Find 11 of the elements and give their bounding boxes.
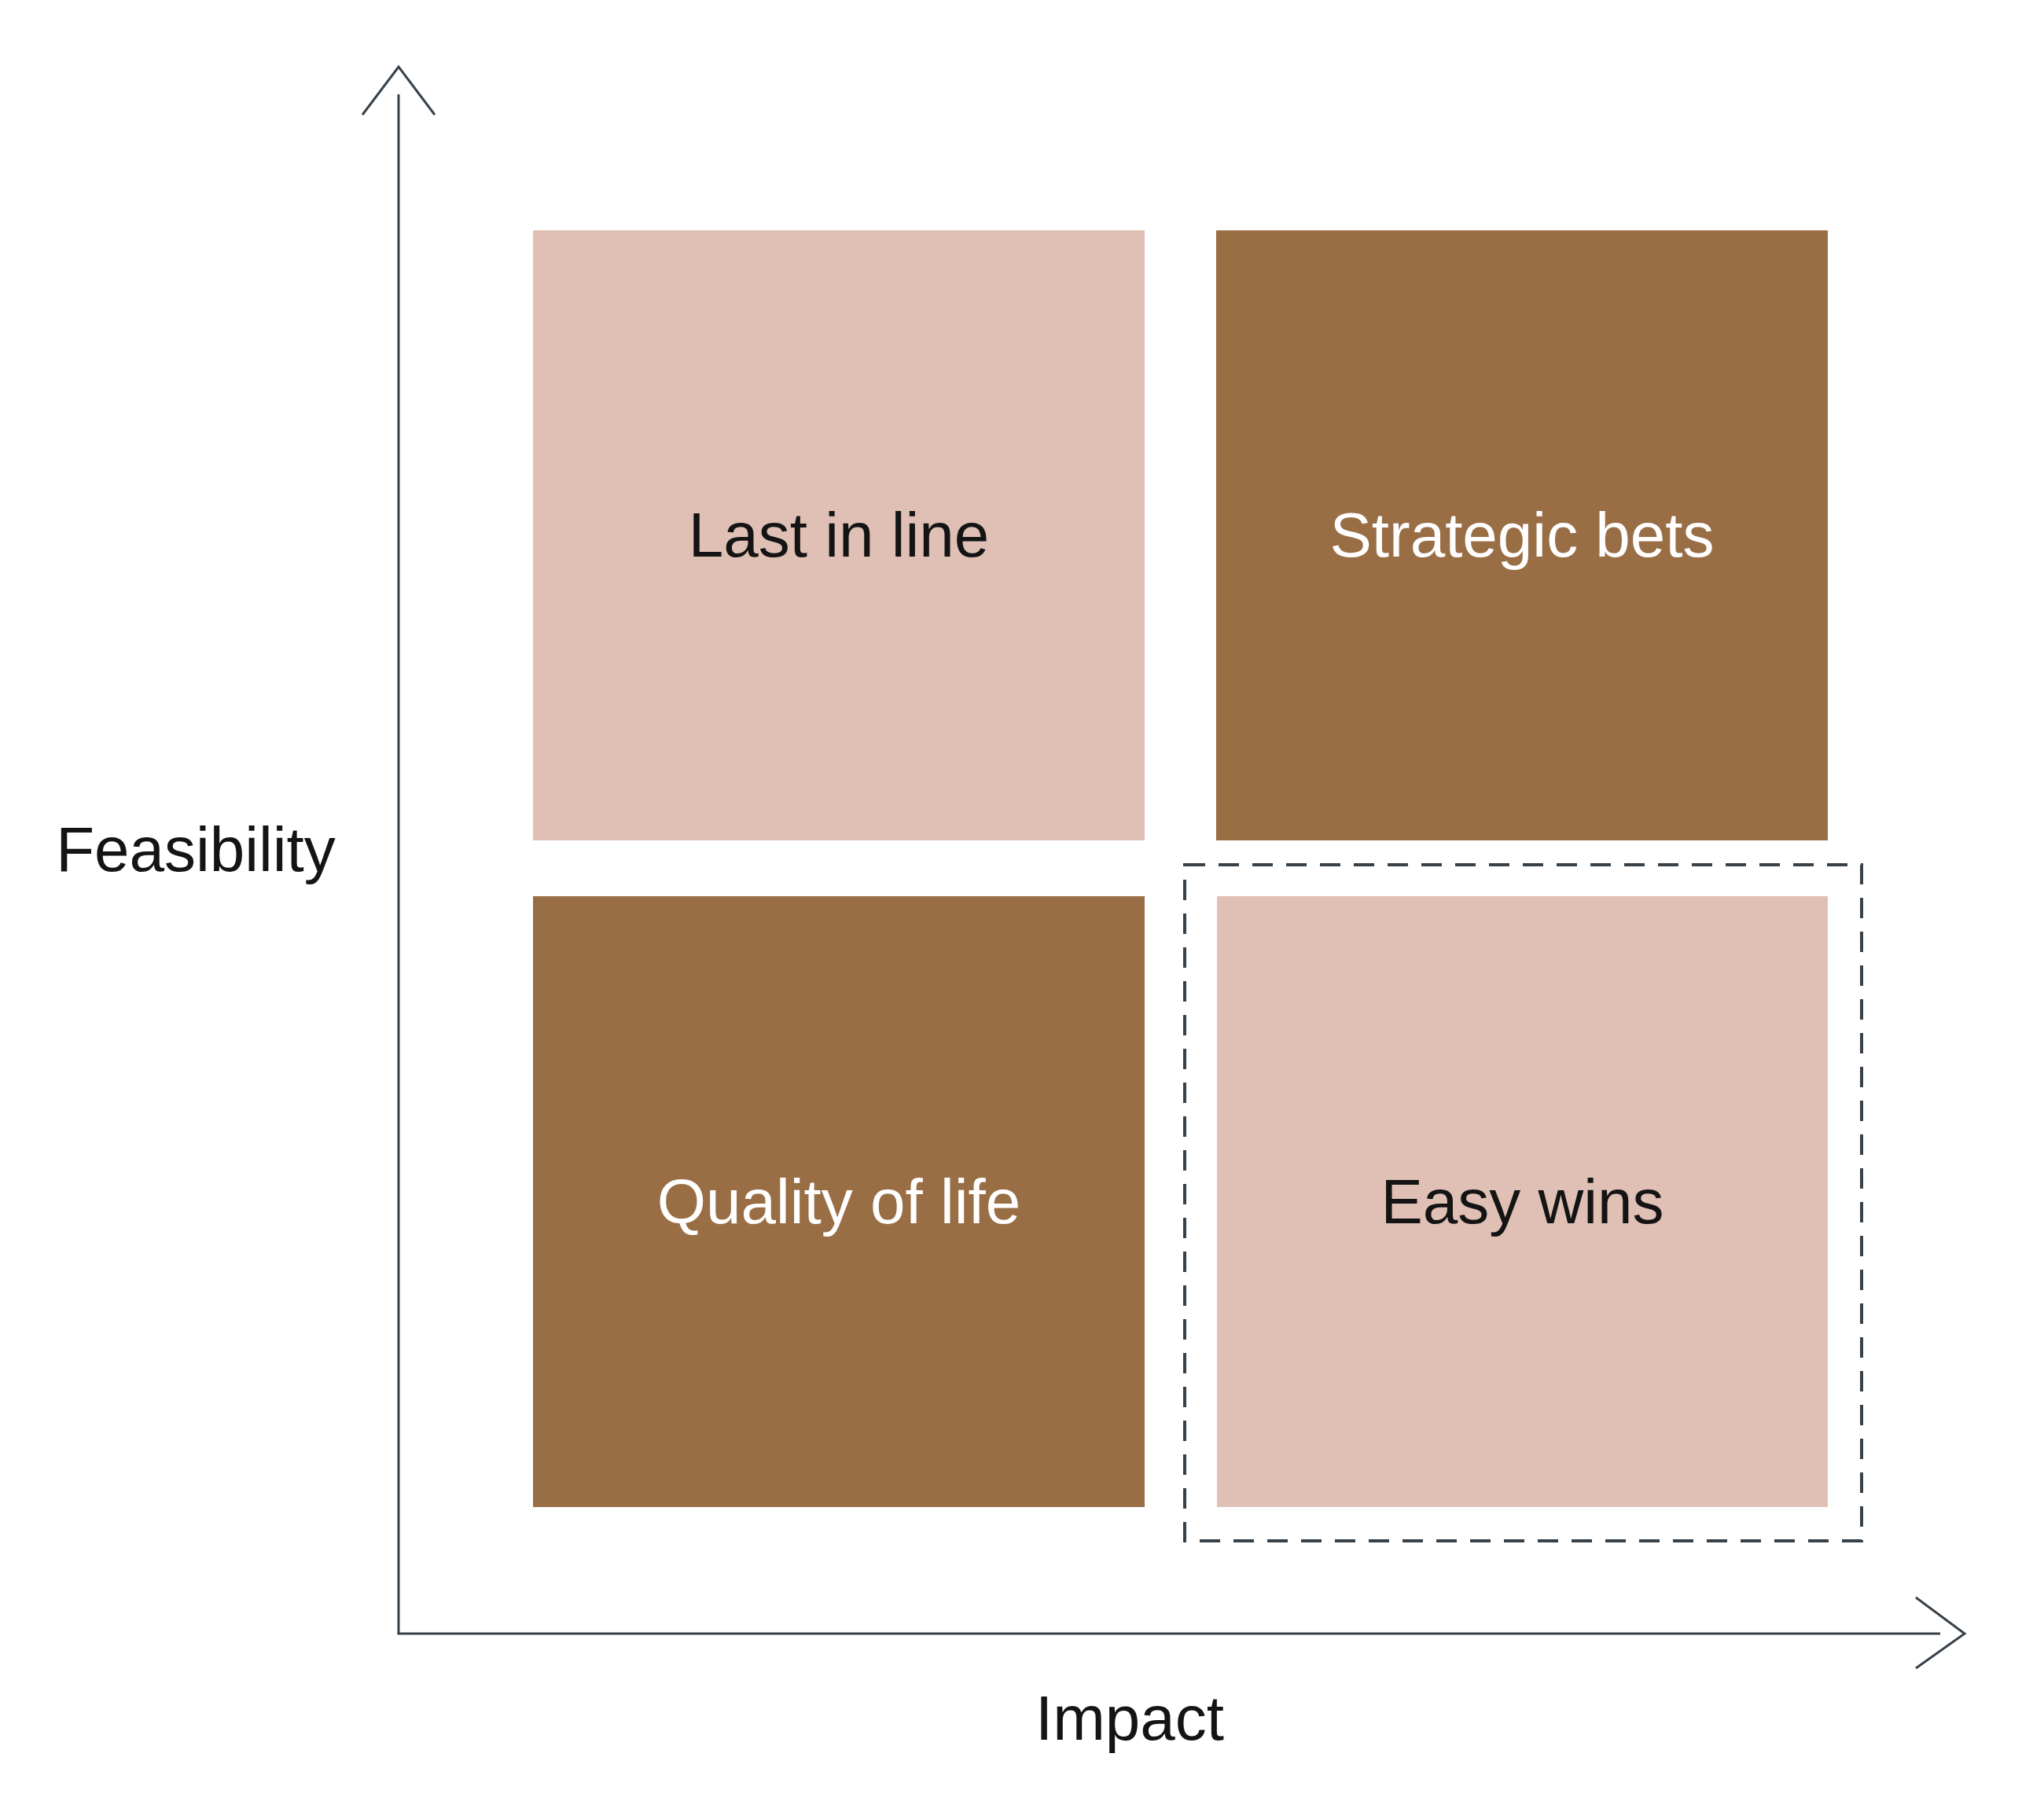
- quadrant-box: [533, 896, 1145, 1507]
- quadrant-label: Last in line: [688, 500, 990, 571]
- quadrant-box: [1216, 230, 1828, 840]
- quadrant-label: Strategic bets: [1329, 500, 1715, 571]
- dashed-highlight-frame: [1183, 863, 1863, 1542]
- axis-label: Feasibility: [56, 814, 336, 885]
- quadrant-label: Easy wins: [1380, 1166, 1664, 1237]
- axis-label: Impact: [1035, 1683, 1225, 1754]
- quadrant-box: [533, 230, 1145, 840]
- quadrant-box: [1217, 896, 1828, 1507]
- quadrant-label: Quality of life: [656, 1166, 1021, 1237]
